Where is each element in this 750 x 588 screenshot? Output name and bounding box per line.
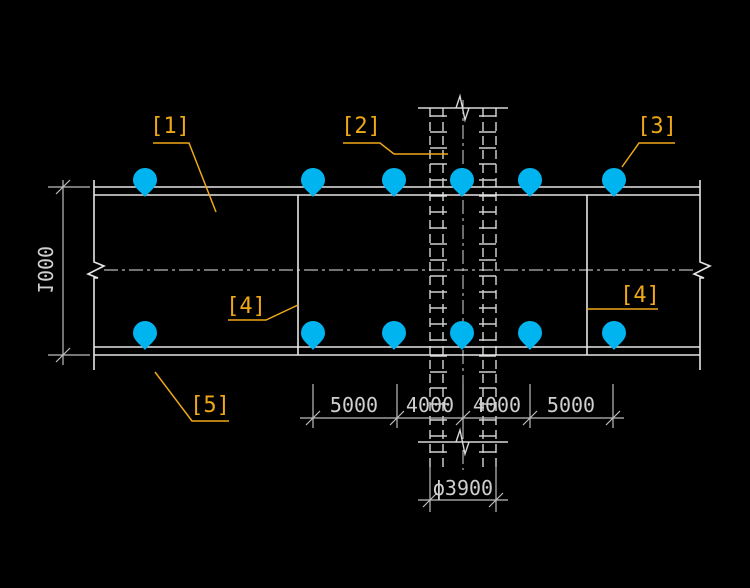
location-pin-icon[interactable] <box>602 321 626 350</box>
location-pin-icon[interactable] <box>450 321 474 350</box>
label-4-left: [4] <box>226 294 266 319</box>
leader-lines <box>153 142 675 422</box>
location-pin-icon[interactable] <box>518 168 542 197</box>
location-pin-icon[interactable] <box>382 321 406 350</box>
location-pin-icon[interactable] <box>301 321 325 350</box>
label-3: [3] <box>637 114 677 139</box>
dim-diameter-text: ϕ3900 <box>433 476 493 500</box>
label-1: [1] <box>150 114 190 139</box>
left-dimension <box>48 179 90 365</box>
casing-rungs <box>430 115 496 453</box>
dim-span1-text: 5000 <box>330 393 378 417</box>
location-pin-icon[interactable] <box>382 168 406 197</box>
marker-row-bottom <box>133 321 626 350</box>
label-5: [5] <box>190 393 230 418</box>
vertical-casing <box>418 93 508 470</box>
location-pin-icon[interactable] <box>602 168 626 197</box>
label-4-right: [4] <box>620 283 660 308</box>
dim-span3-text: 4000 <box>473 393 521 417</box>
dim-span4-text: 5000 <box>547 393 595 417</box>
label-2: [2] <box>341 114 381 139</box>
bottom-dimensions <box>300 384 624 512</box>
location-pin-icon[interactable] <box>133 321 157 350</box>
dim-span2-text: 4000 <box>406 393 454 417</box>
marker-row-top <box>133 168 626 197</box>
dim-width-text: 1000 <box>33 246 57 294</box>
location-pin-icon[interactable] <box>450 168 474 197</box>
location-pin-icon[interactable] <box>301 168 325 197</box>
horizontal-beam <box>86 180 712 370</box>
location-pin-icon[interactable] <box>518 321 542 350</box>
location-pin-icon[interactable] <box>133 168 157 197</box>
